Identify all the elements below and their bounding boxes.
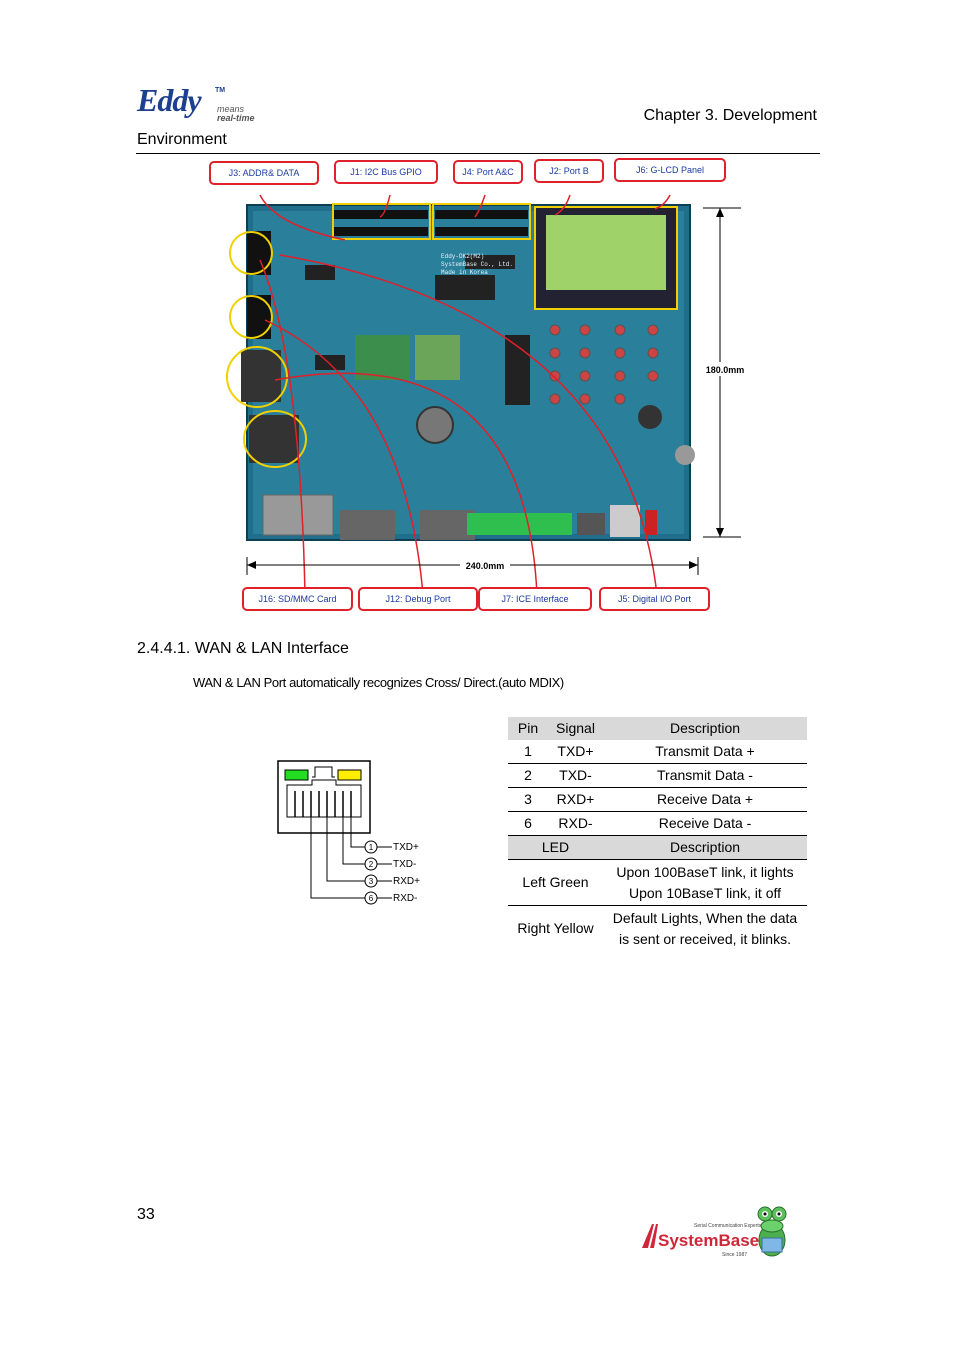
signal-cell: RXD- [548, 811, 603, 836]
rj45-pin-1-num: 1 [369, 843, 374, 852]
rj45-pin-6-signal: RXD- [393, 893, 417, 904]
description-cell: Transmit Data - [603, 763, 807, 788]
rj45-pin-1-signal: TXD+ [393, 842, 419, 853]
chapter-heading-continued: Environment [137, 131, 227, 148]
led-description-line: Default Lights, When the data [612, 909, 798, 926]
rj45-pin-3-signal: RXD+ [393, 876, 420, 887]
header-led: LED [508, 835, 603, 860]
silkscreen-line-3: Made in Korea [441, 269, 488, 276]
rj45-pin-2-signal: TXD- [393, 859, 416, 870]
signal-cell: TXD+ [548, 740, 603, 764]
pin-table: Pin Signal Description 1 TXD+ Transmit D… [508, 717, 807, 951]
section-title: 2.4.4.1. WAN & LAN Interface [137, 640, 349, 657]
description-cell: Receive Data - [603, 811, 807, 836]
table-header-row: Pin Signal Description [508, 717, 807, 740]
led-yellow-indicator [337, 769, 362, 781]
company-tagline: Serial Communication Experts [694, 1223, 762, 1229]
table-row: Left Green Upon 100BaseT link, it lights… [508, 859, 807, 906]
led-green-indicator [284, 769, 309, 781]
frog-mascot-icon: Serial Communication Experts SystemBase … [642, 1206, 787, 1258]
company-since: Since 1987 [722, 1252, 747, 1258]
chapter-heading: Chapter 3. Development [643, 107, 817, 124]
callout-j7: J7: ICE Interface [478, 587, 592, 611]
led-description-line: Upon 10BaseT link, it off [628, 884, 782, 901]
led-cell: Right Yellow [517, 920, 594, 936]
rj45-diagram: 1 2 3 6 TXD+ TXD- RXD+ RXD- [270, 755, 440, 910]
logo-tagline-realtime: real-time [217, 113, 255, 123]
callout-j12: J12: Debug Port [358, 587, 478, 611]
rj45-pin-2-num: 2 [369, 860, 374, 869]
callout-j2: J2: Port B [534, 159, 604, 183]
pin-cell: 3 [508, 787, 548, 812]
pin-cell: 1 [508, 740, 548, 764]
callout-j16: J16: SD/MMC Card [242, 587, 353, 611]
callout-j4: J4: Port A&C [453, 160, 523, 184]
table-row: 6 RXD- Receive Data - [508, 811, 807, 836]
callout-j1: J1: I2C Bus GPIO [334, 160, 438, 184]
led-description-line: Upon 100BaseT link, it lights [616, 863, 794, 880]
board-figure: Eddy-DK2(M2) SystemBase Co., Ltd. Made i… [205, 155, 755, 615]
table-row: 1 TXD+ Transmit Data + [508, 740, 807, 764]
pin-cell: 6 [508, 811, 548, 836]
table-row: 2 TXD- Transmit Data - [508, 763, 807, 788]
systembase-logo: Serial Communication Experts SystemBase … [640, 1200, 790, 1260]
header-description: Description [603, 717, 807, 740]
pin-cell: 2 [508, 763, 548, 788]
page-number: 33 [137, 1206, 155, 1223]
board-illustration: Eddy-DK2(M2) SystemBase Co., Ltd. Made i… [226, 194, 751, 597]
description-cell: Receive Data + [603, 787, 807, 812]
company-name: SystemBase [658, 1231, 759, 1250]
height-dimension-label: 180.0mm [706, 365, 745, 375]
table-row: 3 RXD+ Receive Data + [508, 787, 807, 812]
table-row: Right Yellow Default Lights, When the da… [508, 906, 807, 952]
callout-j6: J6: G-LCD Panel [614, 158, 726, 182]
width-dimension-label: 240.0mm [466, 561, 505, 571]
logo-tagline-means: means [217, 104, 245, 114]
led-description-line: is sent or received, it blinks. [619, 930, 791, 947]
signal-cell: TXD- [548, 763, 603, 788]
header-signal: Signal [548, 717, 603, 740]
header-led-description: Description [603, 835, 807, 860]
led-description-cell: Default Lights, When the data is sent or… [603, 906, 807, 952]
led-description-cell: Upon 100BaseT link, it lights Upon 10Bas… [603, 859, 807, 906]
rj45-connector-drawing: 1 2 3 6 TXD+ TXD- RXD+ RXD- [277, 760, 420, 905]
led-header-row: LED Description [508, 835, 807, 860]
logo-trademark: TM [215, 87, 226, 94]
rj45-pin-6-num: 6 [369, 894, 374, 903]
header-divider [136, 153, 820, 154]
led-cell: Left Green [508, 859, 603, 906]
section-body: WAN & LAN Port automatically recognizes … [193, 675, 564, 690]
callout-j3: J3: ADDR& DATA [209, 161, 319, 185]
silkscreen-line-1: Eddy-DK2(M2) [441, 253, 484, 260]
signal-cell: RXD+ [548, 787, 603, 812]
logo-wordmark: Eddy [137, 82, 202, 118]
description-cell: Transmit Data + [603, 740, 807, 764]
eddy-logo: Eddy TM means real-time [137, 82, 257, 126]
callout-j5: J5: Digital I/O Port [599, 587, 710, 611]
rj45-pin-3-num: 3 [369, 877, 374, 886]
silkscreen-line-2: SystemBase Co., Ltd. [441, 261, 513, 268]
header-pin: Pin [508, 717, 548, 740]
